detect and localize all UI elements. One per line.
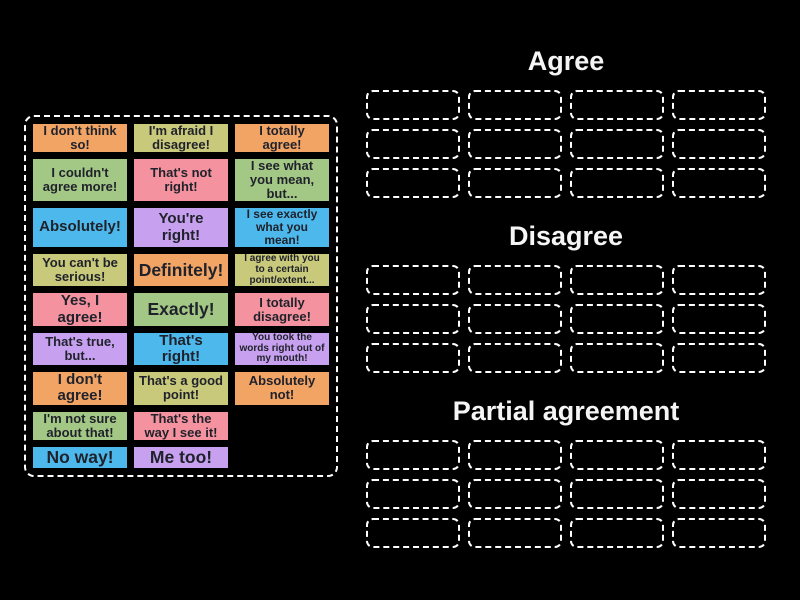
- drop-slot[interactable]: [468, 168, 562, 198]
- word-card-label: I'm afraid I disagree!: [148, 123, 214, 153]
- drop-slot[interactable]: [672, 265, 766, 295]
- word-card-label: Absolutely!: [39, 218, 121, 236]
- drop-slot[interactable]: [570, 265, 664, 295]
- drop-slot[interactable]: [672, 479, 766, 509]
- drop-slot[interactable]: [366, 343, 460, 373]
- word-card[interactable]: Exactly!: [132, 291, 230, 328]
- drop-slot[interactable]: [468, 304, 562, 334]
- word-card[interactable]: Absolutely not!: [233, 370, 331, 407]
- drop-slot[interactable]: [570, 518, 664, 548]
- word-card-label: That's a good point!: [139, 373, 223, 403]
- drop-slot[interactable]: [672, 129, 766, 159]
- drop-slot[interactable]: [672, 518, 766, 548]
- slot-grid-partial-agreement: [366, 440, 766, 548]
- drop-slot[interactable]: [366, 129, 460, 159]
- drop-slot[interactable]: [468, 479, 562, 509]
- drop-slot[interactable]: [468, 343, 562, 373]
- word-card-label: Exactly!: [147, 299, 215, 320]
- word-card[interactable]: I couldn't agree more!: [31, 157, 129, 204]
- word-card-label: I don't think so!: [43, 123, 117, 153]
- word-card[interactable]: You're right!: [132, 206, 230, 250]
- word-card[interactable]: Me too!: [132, 444, 230, 470]
- word-card-label: No way!: [46, 446, 114, 467]
- word-card-label: I couldn't agree more!: [42, 165, 118, 195]
- word-card-label: Absolutely not!: [248, 373, 316, 403]
- group-title-disagree: Disagree: [508, 221, 624, 251]
- drop-slot[interactable]: [672, 343, 766, 373]
- word-card-label: I'm not sure about that!: [43, 410, 117, 440]
- drop-slot[interactable]: [366, 440, 460, 470]
- word-card-label: That's true, but...: [45, 333, 115, 363]
- drop-slot[interactable]: [468, 90, 562, 120]
- drop-slot[interactable]: [366, 168, 460, 198]
- drop-slot[interactable]: [366, 479, 460, 509]
- word-card[interactable]: That's the way I see it!: [132, 409, 230, 442]
- drop-slot[interactable]: [672, 168, 766, 198]
- word-card[interactable]: Yes, I agree!: [31, 291, 129, 328]
- drop-slot[interactable]: [570, 479, 664, 509]
- drop-slot[interactable]: [366, 90, 460, 120]
- word-card-label: That's right!: [159, 331, 203, 365]
- word-card[interactable]: I'm not sure about that!: [31, 409, 129, 442]
- drop-slot[interactable]: [468, 518, 562, 548]
- drop-slot[interactable]: [672, 304, 766, 334]
- word-card[interactable]: I see what you mean, but...: [233, 157, 331, 204]
- drop-slot[interactable]: [366, 304, 460, 334]
- drop-slot[interactable]: [570, 304, 664, 334]
- word-card[interactable]: That's true, but...: [31, 330, 129, 368]
- drop-slot[interactable]: [366, 265, 460, 295]
- word-card-label: I totally disagree!: [253, 294, 311, 324]
- word-card[interactable]: You took the words right out of my mouth…: [233, 330, 331, 368]
- drop-slot[interactable]: [366, 518, 460, 548]
- word-card-label: Yes, I agree!: [57, 292, 103, 326]
- word-card[interactable]: I see exactly what you mean!: [233, 206, 331, 250]
- word-card[interactable]: I don't agree!: [31, 370, 129, 407]
- drop-slot[interactable]: [468, 440, 562, 470]
- drop-slot[interactable]: [570, 168, 664, 198]
- word-card-label: You're right!: [158, 210, 204, 244]
- word-card-label: I don't agree!: [57, 371, 103, 405]
- word-card[interactable]: I don't think so!: [31, 122, 129, 155]
- slot-grid-disagree: [366, 265, 766, 373]
- group-disagree: Disagree: [366, 219, 766, 373]
- word-card[interactable]: That's a good point!: [132, 370, 230, 407]
- group-title-agree: Agree: [527, 46, 605, 76]
- word-card[interactable]: Definitely!: [132, 252, 230, 289]
- drop-slot[interactable]: [672, 90, 766, 120]
- word-card-label: You took the words right out of my mouth…: [239, 331, 325, 365]
- drop-slot[interactable]: [468, 265, 562, 295]
- word-card[interactable]: That's right!: [132, 330, 230, 368]
- word-card-label: Definitely!: [138, 259, 224, 280]
- word-card-label: I agree with you to a certain point/exte…: [244, 253, 320, 286]
- word-card[interactable]: I'm afraid I disagree!: [132, 122, 230, 155]
- word-card[interactable]: Absolutely!: [31, 206, 129, 250]
- drop-slot[interactable]: [570, 129, 664, 159]
- group-partial-agreement: Partial agreement: [366, 394, 766, 548]
- drop-slot[interactable]: [570, 440, 664, 470]
- word-card-label: Me too!: [149, 446, 213, 467]
- drop-slot[interactable]: [570, 90, 664, 120]
- drop-slot[interactable]: [468, 129, 562, 159]
- word-card-label: I see what you mean, but...: [249, 158, 315, 202]
- group-title-partial-agreement: Partial agreement: [452, 396, 680, 426]
- word-card-label: I totally agree!: [259, 123, 305, 153]
- word-card-label: You can't be serious!: [42, 255, 118, 285]
- drop-slot[interactable]: [570, 343, 664, 373]
- word-card[interactable]: I agree with you to a certain point/exte…: [233, 252, 331, 289]
- word-card[interactable]: You can't be serious!: [31, 252, 129, 289]
- word-card[interactable]: I totally agree!: [233, 122, 331, 155]
- word-card[interactable]: I totally disagree!: [233, 291, 331, 328]
- word-card[interactable]: No way!: [31, 444, 129, 470]
- word-card-label: That's not right!: [150, 165, 212, 195]
- word-card[interactable]: That's not right!: [132, 157, 230, 204]
- word-card-label: I see exactly what you mean!: [246, 207, 318, 248]
- card-tray[interactable]: I don't think so! I'm afraid I disagree! I…: [24, 115, 338, 477]
- drop-slot[interactable]: [672, 440, 766, 470]
- slot-grid-agree: [366, 90, 766, 198]
- group-agree: Agree: [366, 44, 766, 198]
- word-card-label: That's the way I see it!: [144, 410, 218, 440]
